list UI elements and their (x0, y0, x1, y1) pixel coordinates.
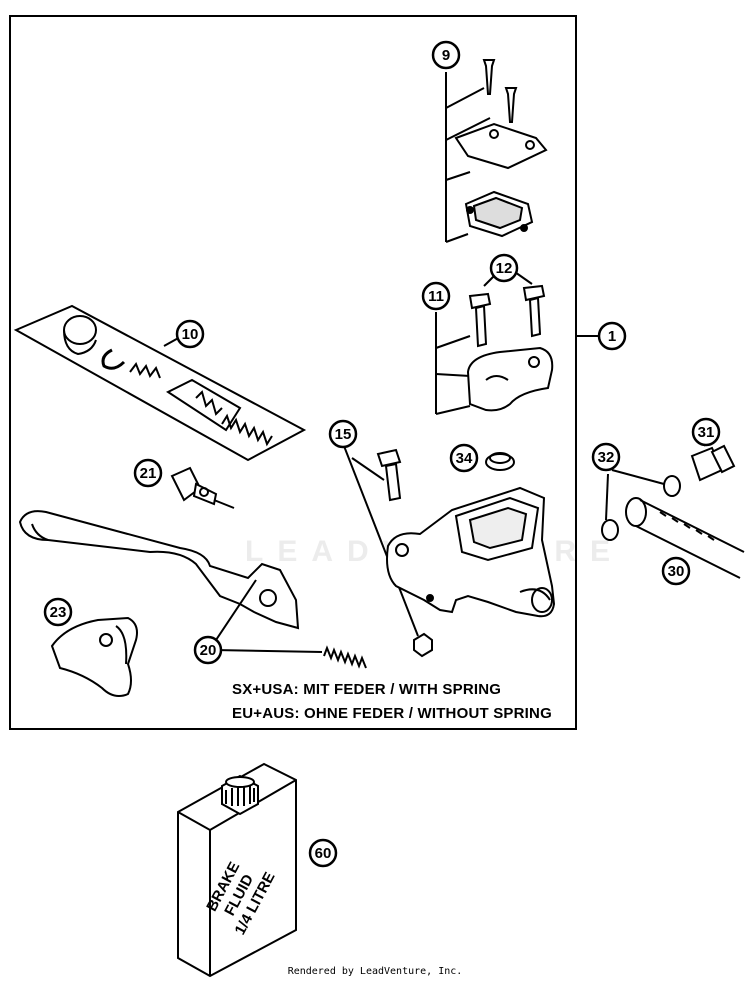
callout-31: 31 (691, 417, 721, 447)
assembly-frame (9, 15, 577, 730)
callout-number: 32 (598, 449, 615, 466)
callout-circle (431, 40, 461, 70)
callout-60: 60 (308, 838, 338, 868)
callout-32: 32 (591, 442, 621, 472)
callout-15: 15 (328, 419, 358, 449)
callout-1: 1 (597, 321, 627, 351)
callout-number: 9 (442, 47, 450, 64)
part-adjuster (170, 466, 235, 509)
callout-number: 1 (608, 328, 616, 345)
callout-circle (308, 838, 338, 868)
callout-number: 30 (668, 563, 685, 580)
callout-30: 30 (661, 556, 691, 586)
callout-20: 20 (193, 635, 223, 665)
callout-12: 12 (489, 253, 519, 283)
callout-number: 12 (496, 260, 513, 277)
callout-circle (175, 319, 205, 349)
part-cover-kit (445, 59, 548, 243)
callout-number: 34 (456, 450, 473, 467)
footer-credit: Rendered by LeadVenture, Inc. (287, 966, 463, 977)
callout-circle (328, 419, 358, 449)
callout-number: 21 (140, 465, 157, 482)
callout-11: 11 (421, 281, 451, 311)
part-brake-fluid (177, 762, 297, 978)
callout-21: 21 (133, 458, 163, 488)
callout-23: 23 (43, 597, 73, 627)
callout-circle (421, 281, 451, 311)
callout-number: 11 (428, 288, 444, 305)
note-without-spring: EU+AUS: OHNE FEDER / WITHOUT SPRING (232, 705, 552, 722)
part-pivot-bolt (343, 445, 433, 658)
note-with-spring: SX+USA: MIT FEDER / WITH SPRING (232, 681, 502, 698)
callout-10: 10 (175, 319, 205, 349)
callout-number: 20 (200, 642, 217, 659)
part-lever-guard (50, 616, 138, 697)
callout-number: 23 (50, 604, 67, 621)
callout-circle (489, 253, 519, 283)
part-brake-line (601, 437, 745, 579)
callout-circle (193, 635, 223, 665)
callout-number: 31 (698, 424, 715, 441)
callout-circle (449, 443, 479, 473)
callout-number: 15 (335, 426, 352, 443)
callout-circle (133, 458, 163, 488)
part-piston-kit (13, 304, 307, 462)
part-spring (213, 579, 367, 669)
part-master-cylinder (386, 486, 556, 618)
part-lever (18, 510, 300, 630)
callout-circle (591, 442, 621, 472)
callout-circle (691, 417, 721, 447)
callout-group: 1 9 10 11 12 15 20 21 23 30 31 32 34 60 (43, 40, 721, 868)
callout-number: 10 (182, 326, 199, 343)
callout-circle (661, 556, 691, 586)
callout-9: 9 (431, 40, 461, 70)
callout-34: 34 (449, 443, 479, 473)
callout-circle (597, 321, 627, 351)
part-clamp (435, 269, 554, 415)
part-cap (485, 452, 515, 471)
callout-number: 60 (315, 845, 332, 862)
callout-circle (43, 597, 73, 627)
